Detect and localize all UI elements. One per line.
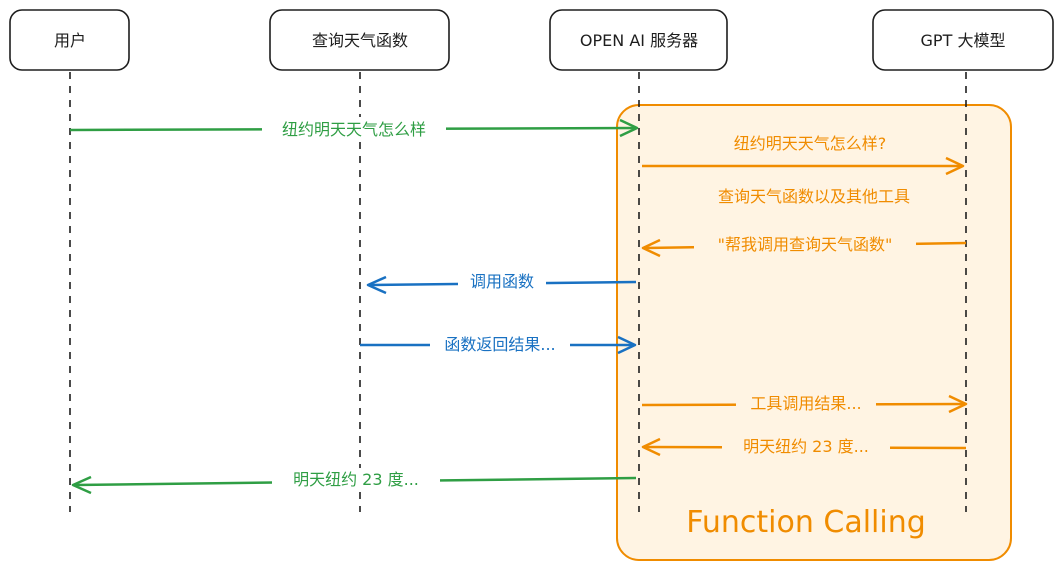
participant-openai-server: OPEN AI 服务器 — [549, 9, 728, 71]
arrowhead — [641, 238, 661, 258]
message-tool-result-label: 工具调用结果... — [750, 394, 861, 413]
participant-gpt-model-label: GPT 大模型 — [921, 31, 1006, 50]
message-tools-note: 查询天气函数以及其他工具 — [718, 187, 910, 206]
message-tool-result: 工具调用结果... — [641, 392, 968, 416]
message-invoke-function-label: 调用函数 — [470, 272, 534, 291]
arrowhead — [617, 335, 637, 355]
arrowhead — [71, 475, 92, 495]
arrowhead — [945, 156, 965, 176]
message-model-answer: 明天纽约 23 度... — [641, 435, 967, 459]
message-ask-weather-label: 纽约明天天气怎么样 — [282, 120, 426, 139]
message-final-answer: 明天纽约 23 度... — [71, 468, 637, 495]
arrowhead — [366, 275, 387, 295]
message-function-result: 函数返回结果... — [360, 333, 637, 357]
message-model-answer-label: 明天纽约 23 度... — [743, 437, 869, 456]
function-calling-label: Function Calling — [686, 505, 926, 540]
message-invoke-function: 调用函数 — [366, 270, 637, 295]
message-call-request: "帮我调用查询天气函数" — [641, 233, 967, 258]
function-calling-region — [616, 104, 1012, 561]
participant-weather-function-label: 查询天气函数 — [312, 31, 408, 50]
participant-gpt-model: GPT 大模型 — [872, 9, 1054, 71]
arrowhead — [641, 437, 661, 457]
arrowhead — [948, 394, 968, 414]
message-forward-question: 纽约明天天气怎么样? — [642, 134, 965, 176]
arrowhead — [619, 118, 639, 138]
message-ask-weather: 纽约明天天气怎么样 — [69, 117, 639, 141]
participant-user-label: 用户 — [54, 31, 86, 50]
participant-user: 用户 — [9, 9, 130, 71]
message-call-request-label: "帮我调用查询天气函数" — [718, 235, 893, 254]
message-final-answer-label: 明天纽约 23 度... — [293, 470, 419, 489]
message-forward-question-label: 纽约明天天气怎么样? — [734, 134, 887, 153]
message-function-result-label: 函数返回结果... — [444, 335, 555, 354]
participant-weather-function: 查询天气函数 — [269, 9, 450, 71]
participant-openai-server-label: OPEN AI 服务器 — [580, 31, 698, 50]
